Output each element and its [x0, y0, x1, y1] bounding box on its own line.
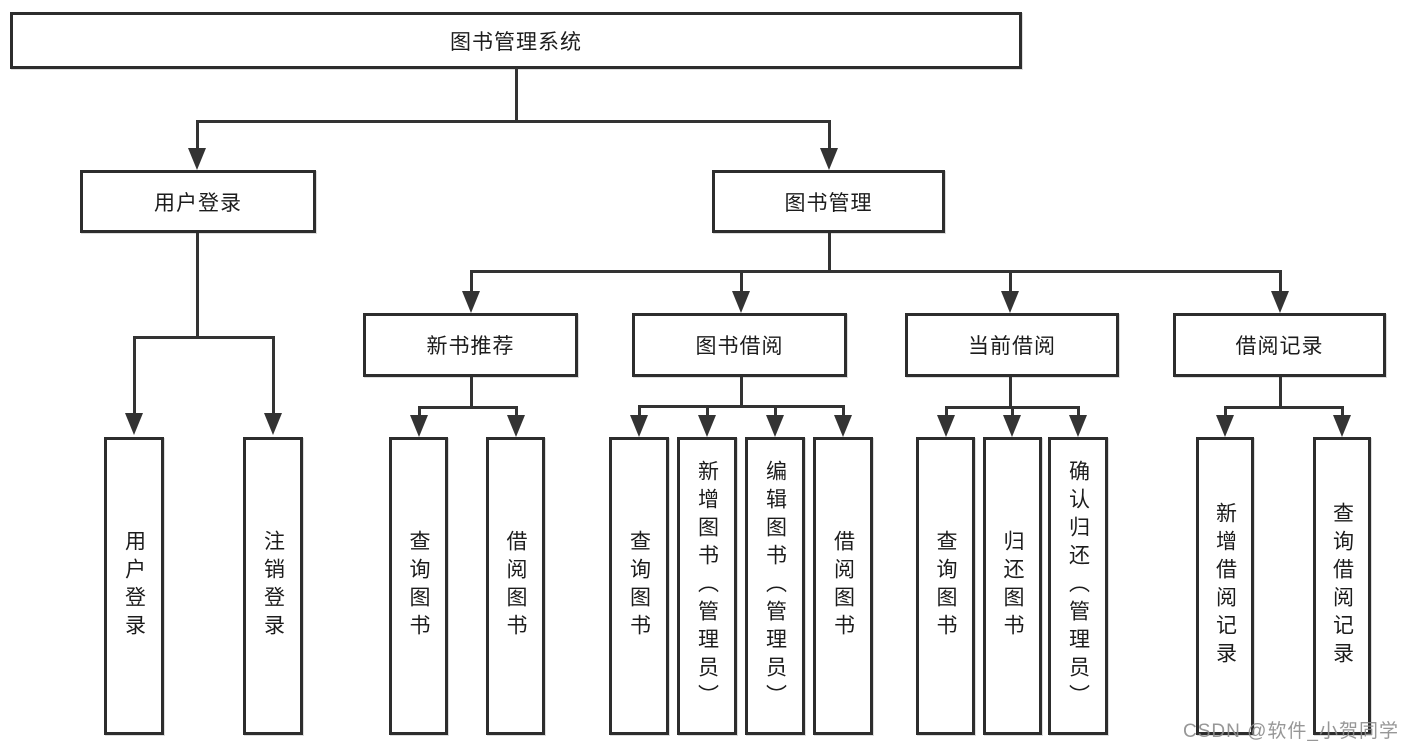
connector-book-mgmt-stub [828, 120, 831, 152]
connector-down [740, 377, 743, 408]
node-new-book-recommend: 新书推荐 [363, 313, 578, 377]
leaf-add-books-admin: 新增图书（管理员） [677, 437, 737, 735]
leaf-label: 用户登录 [122, 530, 146, 642]
connector-horizontal [638, 405, 845, 408]
arrow-down-icon [1003, 415, 1021, 437]
connector-leaf-stub [272, 336, 275, 416]
leaf-query-books: 查询图书 [609, 437, 669, 735]
connector-leaf-stub [638, 405, 641, 418]
csdn-watermark: CSDN @软件_小贺同学 [1183, 721, 1399, 742]
connector-leaf-stub [1077, 406, 1080, 418]
leaf-label: 注销登录 [261, 530, 285, 642]
leaf-label: 查询图书 [627, 530, 651, 642]
connector-root-down [515, 68, 518, 121]
arrow-down-icon [462, 291, 480, 313]
connector-leaf-stub [774, 405, 777, 418]
leaf-label: 借阅图书 [831, 530, 855, 642]
node-label: 用户登录 [154, 191, 242, 215]
arrow-down-icon [766, 415, 784, 437]
arrow-down-icon [1001, 291, 1019, 313]
arrow-down-icon [188, 148, 206, 170]
leaf-label: 查询图书 [407, 530, 430, 642]
connector-stub [470, 270, 473, 295]
connector-stub [1279, 270, 1282, 295]
leaf-label: 借阅图书 [504, 530, 527, 642]
node-label: 新书推荐 [426, 335, 515, 358]
leaf-confirm-return-admin: 确认归还（管理员） [1048, 437, 1108, 735]
leaf-borrow-books: 借阅图书 [486, 437, 545, 735]
connector-leaf-stub [706, 405, 709, 418]
leaf-query-borrow-record: 查询借阅记录 [1313, 437, 1371, 735]
leaf-label: 查询借阅记录 [1330, 502, 1354, 670]
connector-stub [740, 270, 743, 295]
arrow-down-icon [937, 415, 955, 437]
arrow-down-icon [507, 415, 525, 437]
node-label: 当前借阅 [968, 335, 1056, 358]
leaf-label: 确认归还（管理员） [1066, 460, 1090, 712]
arrow-down-icon [834, 415, 852, 437]
connector-down [1279, 377, 1282, 409]
arrow-down-icon [125, 413, 143, 435]
leaf-label: 查询图书 [934, 530, 957, 642]
leaf-add-borrow-record: 新增借阅记录 [1196, 437, 1254, 735]
leaf-user-login: 用户登录 [104, 437, 164, 735]
leaf-query-books: 查询图书 [916, 437, 975, 735]
node-user-login: 用户登录 [80, 170, 316, 233]
leaf-return-books: 归还图书 [983, 437, 1042, 735]
connector-user-login-stub [196, 120, 199, 152]
arrow-down-icon [732, 291, 750, 313]
arrow-down-icon [1271, 291, 1289, 313]
arrow-down-icon [1333, 415, 1351, 437]
connector-level2-horizontal [196, 120, 831, 123]
connector-stub [1009, 270, 1012, 295]
leaf-borrow-books: 借阅图书 [813, 437, 873, 735]
connector-book-mgmt-down [828, 233, 831, 273]
node-borrow-records: 借阅记录 [1173, 313, 1386, 377]
arrow-down-icon [630, 415, 648, 437]
node-book-borrow: 图书借阅 [632, 313, 847, 377]
leaf-label: 编辑图书（管理员） [763, 460, 787, 712]
node-root-library-system: 图书管理系统 [10, 12, 1022, 69]
connector-leaf-stub [1011, 406, 1014, 418]
node-label: 图书管理 [784, 191, 873, 215]
connector-horizontal [418, 406, 518, 409]
leaf-label: 新增图书（管理员） [695, 460, 719, 712]
connector-leaf-stub [1224, 406, 1227, 418]
arrow-down-icon [410, 415, 428, 437]
connector-down [470, 377, 473, 409]
node-current-borrow: 当前借阅 [905, 313, 1119, 377]
arrow-down-icon [820, 148, 838, 170]
connector-leaf-stub [418, 406, 421, 418]
node-label: 借阅记录 [1235, 335, 1324, 358]
node-label: 图书管理系统 [450, 30, 582, 54]
leaf-edit-books-admin: 编辑图书（管理员） [745, 437, 805, 735]
connector-leaf-stub [842, 405, 845, 418]
leaf-label: 归还图书 [1001, 530, 1024, 642]
leaf-logout: 注销登录 [243, 437, 303, 735]
arrow-down-icon [1069, 415, 1087, 437]
arrow-down-icon [1216, 415, 1234, 437]
connector-leaf-stub [133, 336, 136, 416]
node-book-management: 图书管理 [712, 170, 945, 233]
connector-leaf-stub [1341, 406, 1344, 418]
connector-user-login-horizontal [133, 336, 275, 339]
connector-leaf-stub [515, 406, 518, 418]
leaf-query-books: 查询图书 [389, 437, 448, 735]
arrow-down-icon [264, 413, 282, 435]
connector-user-login-down [196, 233, 199, 338]
connector-leaf-stub [945, 406, 948, 418]
leaf-label: 新增借阅记录 [1213, 502, 1237, 670]
arrow-down-icon [698, 415, 716, 437]
connector-horizontal [1224, 406, 1344, 409]
connector-level3-horizontal [470, 270, 1282, 273]
connector-down [1009, 377, 1012, 409]
node-label: 图书借阅 [695, 335, 784, 358]
